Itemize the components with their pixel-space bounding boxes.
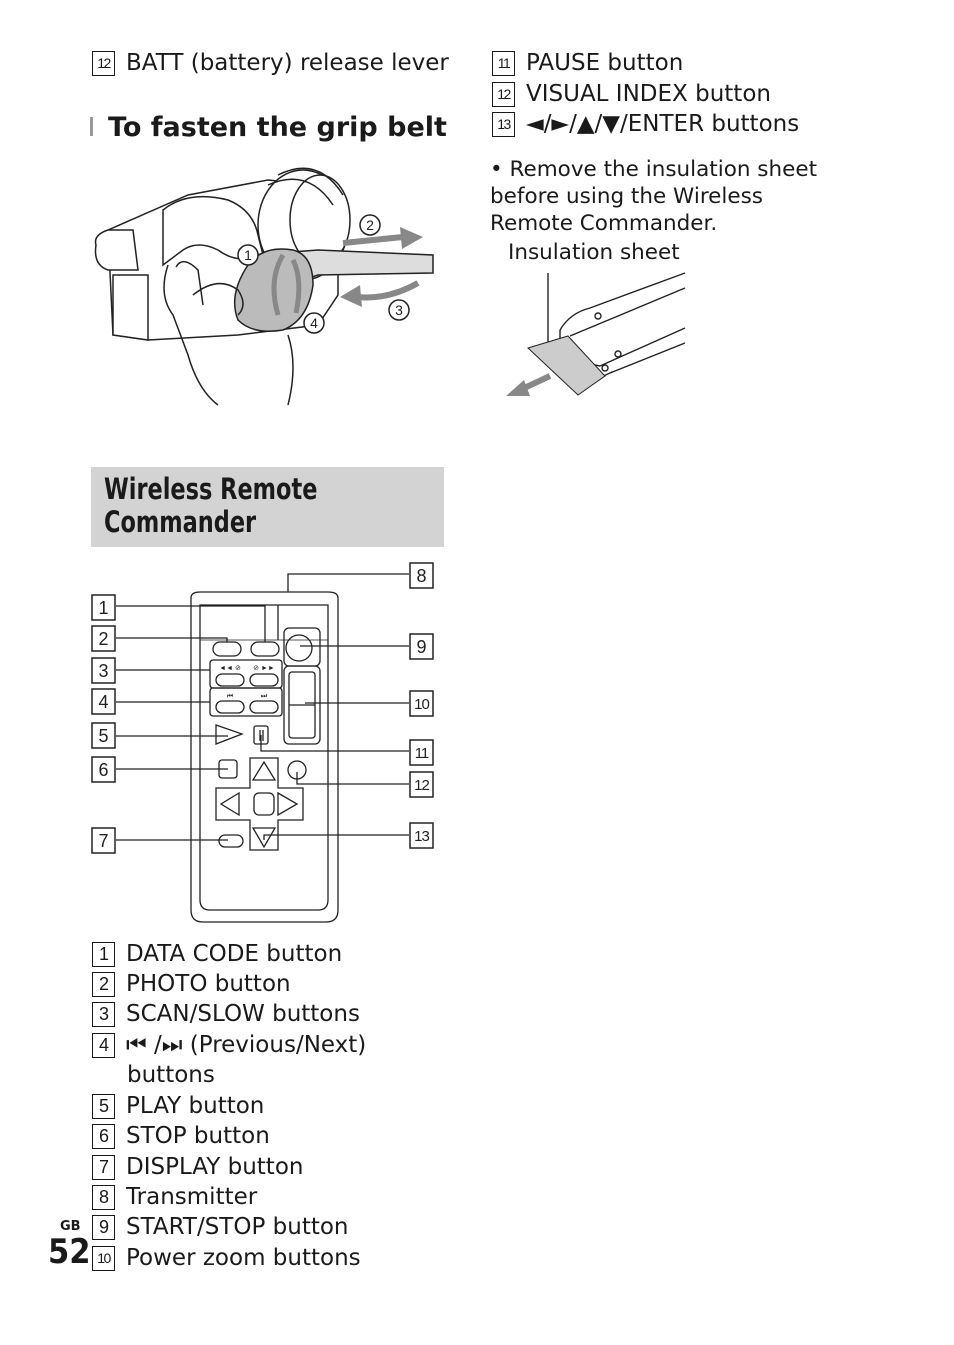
item-label: DISPLAY button — [126, 1154, 304, 1180]
section-header: Wireless Remote Commander — [91, 467, 444, 547]
callout-9: 9 — [416, 637, 426, 657]
callout-8: 8 — [416, 566, 426, 586]
item-label: PAUSE button — [526, 50, 684, 76]
callout-number: 2 — [92, 971, 115, 997]
insulation-sheet-illustration — [506, 272, 686, 396]
item-label: PLAY button — [126, 1093, 265, 1119]
step-2-label: 2 — [366, 217, 374, 233]
callout-7: 7 — [98, 831, 108, 851]
page-number: 52 — [48, 1232, 91, 1272]
right-item-12: 12 VISUAL INDEX button — [492, 79, 771, 109]
remote-commander-diagram: ◄◄ ⊘ ⊘ ►► ⏮ ⏭ 1 2 3 — [91, 562, 434, 923]
item-label: ◄/►/▲/▼/ENTER buttons — [526, 111, 800, 137]
item-label: DATA CODE button — [126, 941, 343, 967]
list-item: 2 PHOTO button — [92, 969, 291, 999]
list-item: 3 SCAN/SLOW buttons — [92, 999, 360, 1029]
heading-marker — [90, 117, 93, 136]
list-item: 8 Transmitter — [92, 1182, 257, 1212]
item-label: buttons — [127, 1062, 215, 1088]
right-item-13: 13 ◄/►/▲/▼/ENTER buttons — [492, 109, 799, 139]
region-code: GB — [60, 1219, 81, 1234]
callout-number: 5 — [92, 1093, 115, 1119]
callout-number: 3 — [92, 1001, 115, 1027]
callout-5: 5 — [98, 726, 108, 746]
grip-belt-heading: To fasten the grip belt — [108, 112, 447, 143]
list-item-continued: buttons — [127, 1060, 215, 1090]
callout-number: 8 — [92, 1184, 115, 1210]
callout-6: 6 — [98, 760, 108, 780]
callout-number: 12 — [92, 50, 115, 76]
insulation-sheet-label: Insulation sheet — [508, 240, 680, 265]
item-label: Power zoom buttons — [126, 1245, 361, 1271]
step-4-label: 4 — [310, 315, 318, 331]
callout-number: 7 — [92, 1154, 115, 1180]
callout-2: 2 — [98, 629, 108, 649]
list-item: 9 START/STOP button — [92, 1212, 349, 1242]
list-item: 4 ⏮ /⏭ (Previous/Next) — [92, 1030, 366, 1060]
list-item: 7 DISPLAY button — [92, 1152, 303, 1182]
item-label: VISUAL INDEX button — [526, 81, 771, 107]
item-label: STOP button — [126, 1123, 270, 1149]
callout-12: 12 — [414, 777, 429, 794]
callout-number: 12 — [492, 81, 515, 107]
callout-11: 11 — [415, 745, 429, 762]
callout-number: 10 — [92, 1245, 115, 1271]
step-1-label: 1 — [244, 247, 252, 263]
next-label: ⏭ — [261, 693, 268, 700]
item-label: SCAN/SLOW buttons — [126, 1001, 360, 1027]
item-label: START/STOP button — [126, 1214, 349, 1240]
list-item: 10 Power zoom buttons — [92, 1243, 361, 1273]
batt-release-item: 12 BATT (battery) release lever — [92, 48, 449, 78]
scan-right-label: ⊘ ►► — [253, 665, 275, 672]
item-label: BATT (battery) release lever — [126, 50, 449, 76]
grip-belt-illustration: 1 2 3 4 — [94, 167, 434, 406]
callout-number: 9 — [92, 1214, 115, 1240]
callout-13: 13 — [414, 828, 429, 845]
callout-10: 10 — [414, 696, 429, 713]
callout-number: 6 — [92, 1123, 115, 1149]
item-label: PHOTO button — [126, 971, 291, 997]
callout-number: 13 — [492, 111, 515, 137]
callout-number: 11 — [492, 50, 515, 76]
insulation-note: • Remove the insulation sheet before usi… — [490, 157, 818, 236]
item-label: ⏮ /⏭ (Previous/Next) — [126, 1032, 367, 1058]
right-item-11: 11 PAUSE button — [492, 48, 683, 78]
callout-3: 3 — [98, 661, 108, 681]
prev-label: ⏮ — [227, 693, 233, 700]
callout-number: 4 — [92, 1032, 115, 1058]
list-item: 5 PLAY button — [92, 1091, 264, 1121]
item-label: Transmitter — [126, 1184, 258, 1210]
scan-left-label: ◄◄ ⊘ — [219, 665, 241, 672]
callout-number: 1 — [92, 941, 115, 967]
list-item: 6 STOP button — [92, 1121, 270, 1151]
callout-4: 4 — [98, 692, 108, 712]
section-title: Wireless Remote Commander — [104, 472, 318, 539]
step-3-label: 3 — [395, 302, 403, 318]
callout-1: 1 — [98, 598, 108, 618]
list-item: 1 DATA CODE button — [92, 939, 342, 969]
